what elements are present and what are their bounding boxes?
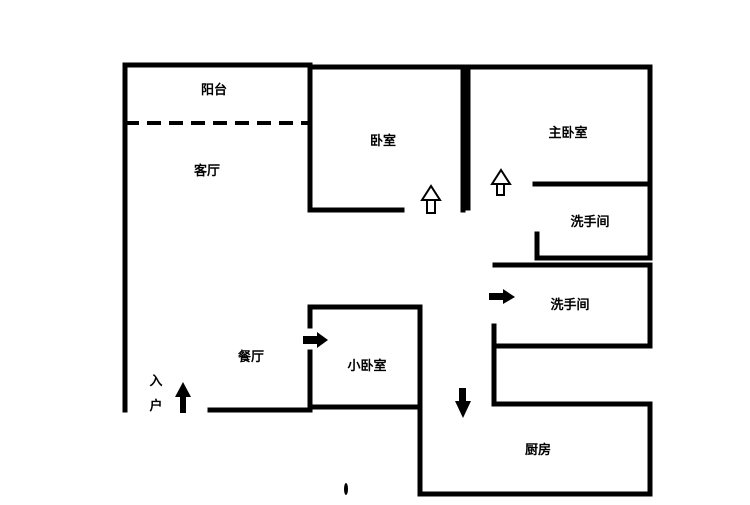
room-labels: 阳台 客厅 卧室 主卧室 洗手间 洗手间 餐厅 小卧室 厨房 入 户 — [149, 82, 609, 458]
label-dining-room: 餐厅 — [237, 349, 264, 365]
kitchen-arrow-down-icon — [455, 388, 471, 418]
label-small-bedroom: 小卧室 — [347, 358, 386, 374]
bathroom-arrow-right-icon — [489, 289, 515, 304]
label-bathroom-2: 洗手间 — [550, 297, 589, 313]
label-kitchen: 厨房 — [525, 442, 551, 458]
entrance-arrow-up-icon — [175, 382, 191, 413]
arrows — [175, 168, 515, 495]
bedroom-arrow-up-icon — [420, 184, 442, 214]
small-bedroom-arrow-right-icon — [303, 332, 328, 348]
label-balcony: 阳台 — [201, 82, 227, 98]
label-entrance-1: 入 — [149, 374, 162, 389]
label-bedroom: 卧室 — [370, 133, 396, 149]
label-living-room: 客厅 — [194, 163, 220, 179]
label-entrance-2: 户 — [149, 398, 162, 414]
label-bathroom-1: 洗手间 — [570, 214, 609, 230]
walls — [122, 62, 653, 497]
master-bedroom-arrow-up-icon — [490, 168, 512, 196]
label-master-bedroom: 主卧室 — [548, 125, 587, 141]
stray-mark — [344, 483, 348, 495]
